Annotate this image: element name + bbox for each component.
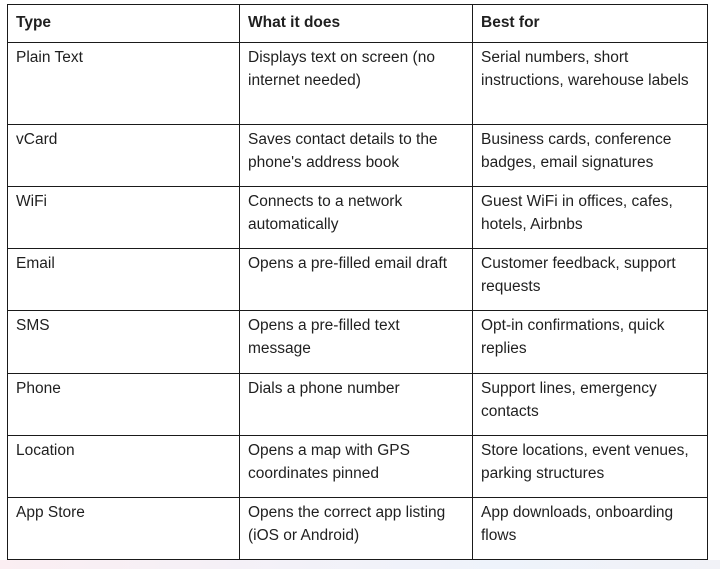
bottom-gradient-strip xyxy=(0,560,720,569)
cell-type: Email xyxy=(7,248,240,311)
cell-type: Location xyxy=(7,435,240,498)
qr-code-types-table: Type What it does Best for Plain Text Di… xyxy=(7,4,708,560)
cell-what-it-does: Connects to a network automatically xyxy=(239,186,473,249)
cell-best-for: Business cards, conference badges, email… xyxy=(472,124,708,187)
table-row: Phone Dials a phone number Support lines… xyxy=(7,373,708,436)
cell-what-it-does: Opens a pre-filled text message xyxy=(239,310,473,374)
header-type: Type xyxy=(7,4,240,43)
table-body: Plain Text Displays text on screen (no i… xyxy=(7,42,708,560)
cell-best-for: Opt-in confirmations, quick replies xyxy=(472,310,708,374)
table-row: Plain Text Displays text on screen (no i… xyxy=(7,42,708,125)
cell-type: App Store xyxy=(7,497,240,560)
cell-best-for: App downloads, onboarding flows xyxy=(472,497,708,560)
table-row: Email Opens a pre-filled email draft Cus… xyxy=(7,248,708,311)
qr-code-types-table-container: Type What it does Best for Plain Text Di… xyxy=(7,4,708,560)
cell-type: SMS xyxy=(7,310,240,374)
cell-what-it-does: Dials a phone number xyxy=(239,373,473,436)
cell-what-it-does: Saves contact details to the phone's add… xyxy=(239,124,473,187)
cell-what-it-does: Displays text on screen (no internet nee… xyxy=(239,42,473,125)
cell-type: Phone xyxy=(7,373,240,436)
cell-type: vCard xyxy=(7,124,240,187)
cell-best-for: Serial numbers, short instructions, ware… xyxy=(472,42,708,125)
cell-what-it-does: Opens the correct app listing (iOS or An… xyxy=(239,497,473,560)
cell-best-for: Store locations, event venues, parking s… xyxy=(472,435,708,498)
table-row: SMS Opens a pre-filled text message Opt-… xyxy=(7,310,708,374)
cell-best-for: Guest WiFi in offices, cafes, hotels, Ai… xyxy=(472,186,708,249)
cell-type: WiFi xyxy=(7,186,240,249)
header-row: Type What it does Best for xyxy=(7,4,708,43)
table-row: vCard Saves contact details to the phone… xyxy=(7,124,708,187)
cell-type: Plain Text xyxy=(7,42,240,125)
cell-best-for: Customer feedback, support requests xyxy=(472,248,708,311)
cell-what-it-does: Opens a pre-filled email draft xyxy=(239,248,473,311)
table-row: WiFi Connects to a network automatically… xyxy=(7,186,708,249)
table-row: Location Opens a map with GPS coordinate… xyxy=(7,435,708,498)
header-best-for: Best for xyxy=(472,4,708,43)
table-header: Type What it does Best for xyxy=(7,4,708,43)
cell-best-for: Support lines, emergency contacts xyxy=(472,373,708,436)
cell-what-it-does: Opens a map with GPS coordinates pinned xyxy=(239,435,473,498)
table-row: App Store Opens the correct app listing … xyxy=(7,497,708,560)
header-what-it-does: What it does xyxy=(239,4,473,43)
